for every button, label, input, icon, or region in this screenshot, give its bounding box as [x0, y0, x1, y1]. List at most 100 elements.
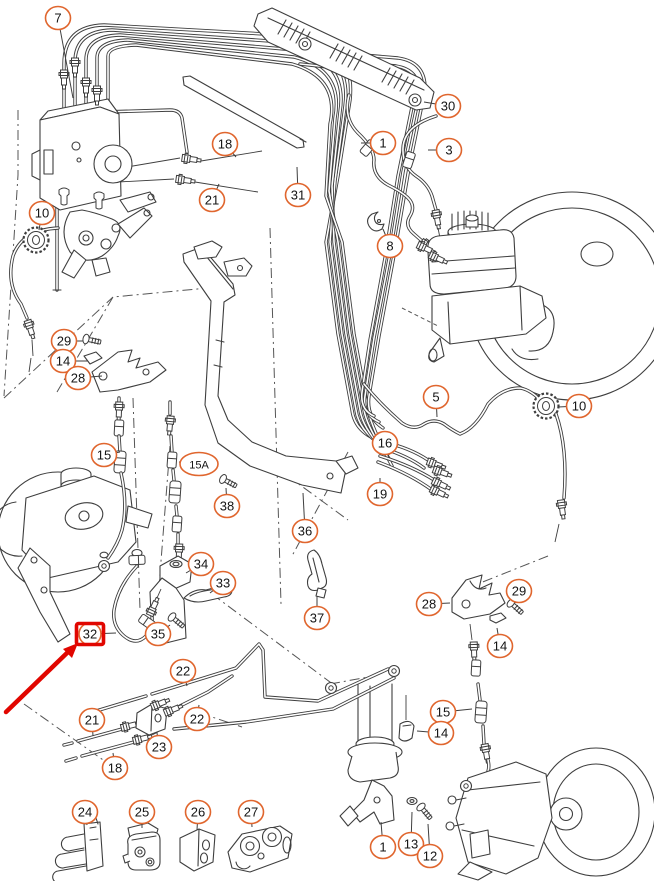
- callout-7[interactable]: 7: [44, 5, 74, 99]
- callout-25[interactable]: 25: [128, 799, 156, 829]
- callout-18-bottom[interactable]: 18: [101, 752, 129, 781]
- callout-label: 1: [379, 136, 386, 151]
- callout-label: 7: [54, 11, 61, 26]
- callout-32[interactable]: 32: [74, 621, 117, 647]
- callout-label: 35: [151, 627, 165, 642]
- callout-34[interactable]: 34: [185, 551, 215, 577]
- callout-label: 10: [572, 399, 586, 414]
- callout-1-bottom[interactable]: 1: [369, 821, 397, 860]
- callout-26[interactable]: 26: [184, 799, 212, 831]
- callout-label: 21: [205, 193, 219, 208]
- callout-21-top[interactable]: 21: [198, 183, 226, 213]
- callout-10-right[interactable]: 10: [557, 393, 593, 419]
- callout-label: 12: [423, 849, 437, 864]
- centerlines: [3, 110, 549, 763]
- callout-label: 27: [244, 805, 258, 820]
- callout-18-top[interactable]: 18: [211, 131, 239, 158]
- callout-label: 15: [436, 705, 450, 720]
- callout-label: 32: [83, 627, 97, 642]
- protective-strip-31: [182, 75, 307, 149]
- callout-label: 19: [373, 487, 387, 502]
- pointer-arrow-head: [63, 643, 78, 658]
- callout-37[interactable]: 37: [303, 596, 331, 631]
- callout-28-left[interactable]: 28: [64, 365, 103, 391]
- callout-label: 28: [422, 597, 436, 612]
- callout-10-left[interactable]: 10: [28, 200, 56, 231]
- rear-caliper: [445, 761, 553, 881]
- callout-22-lower[interactable]: 22: [183, 704, 211, 732]
- hose-15-left: [97, 396, 127, 573]
- bracket-28-left: [81, 333, 167, 393]
- callout-5[interactable]: 5: [422, 384, 450, 418]
- callout-label: 24: [78, 805, 92, 820]
- callout-28-right[interactable]: 28: [415, 591, 451, 617]
- callout-label: 5: [432, 390, 439, 405]
- pointer-arrow-shaft: [3, 649, 71, 715]
- callout-21-bottom[interactable]: 21: [78, 707, 106, 737]
- callout-label: 1: [379, 840, 386, 855]
- callout-3[interactable]: 3: [428, 137, 463, 163]
- callout-16[interactable]: 16: [371, 430, 399, 456]
- callout-label: 13: [404, 837, 418, 852]
- callout-23[interactable]: 23: [145, 732, 173, 760]
- abs-mounting-bracket: [61, 191, 157, 279]
- strut-with-bracket: [339, 683, 435, 827]
- callout-8[interactable]: 8: [376, 228, 404, 259]
- callout-15a[interactable]: 15A: [178, 451, 219, 477]
- clip-25: [122, 822, 161, 871]
- callout-label: 14: [434, 726, 448, 741]
- hose-10-left: [9, 226, 60, 373]
- callout-14-left[interactable]: 14: [49, 348, 89, 374]
- callout-30[interactable]: 30: [423, 93, 462, 119]
- highlight-box: [74, 621, 106, 647]
- washer-13: [406, 796, 418, 806]
- callout-label: 18: [108, 761, 122, 776]
- highlight-arrow-layer: [3, 643, 78, 715]
- callout-29-left[interactable]: 29: [50, 328, 84, 354]
- callout-label: 15: [97, 448, 111, 463]
- bolt-12: [414, 801, 435, 823]
- callout-label: 36: [298, 524, 312, 539]
- callout-36[interactable]: 36: [291, 492, 319, 544]
- brake-disc: [536, 747, 654, 877]
- heat-shield-30: [253, 7, 435, 111]
- callout-14-right-upper[interactable]: 14: [486, 627, 514, 659]
- callout-15-right[interactable]: 15: [429, 699, 473, 725]
- callout-label: 8: [386, 239, 393, 254]
- callout-label: 22: [176, 664, 190, 679]
- front-caliper: [0, 467, 153, 643]
- callout-14-right-lower[interactable]: 14: [416, 720, 455, 746]
- clip-37: [306, 549, 328, 599]
- callout-label: 15A: [189, 460, 209, 472]
- brake-pipes-bundle: [62, 23, 427, 468]
- callout-label: 34: [194, 557, 208, 572]
- callout-19[interactable]: 19: [366, 478, 394, 507]
- pipe-guide-frame-36: [182, 240, 359, 494]
- callout-label: 18: [218, 137, 232, 152]
- callout-label: 30: [441, 99, 455, 114]
- callout-31[interactable]: 31: [284, 166, 312, 208]
- callout-label: 14: [56, 354, 70, 369]
- hose-15a: [163, 400, 185, 572]
- callout-24[interactable]: 24: [71, 799, 99, 826]
- callout-label: 21: [85, 713, 99, 728]
- callout-27[interactable]: 27: [237, 799, 265, 828]
- callout-leader: [57, 17, 74, 99]
- clip-14-right-upper: [489, 612, 507, 624]
- clip-8: [366, 211, 385, 232]
- callout-38[interactable]: 38: [213, 487, 241, 519]
- callout-22-upper[interactable]: 22: [169, 658, 197, 687]
- callout-35[interactable]: 35: [144, 621, 172, 647]
- callout-label: 37: [310, 611, 324, 626]
- abs-hydraulic-unit: [31, 57, 133, 211]
- callout-15-left[interactable]: 15: [90, 442, 121, 468]
- callout-12[interactable]: 12: [416, 823, 444, 869]
- callout-33[interactable]: 33: [209, 570, 237, 596]
- master-cylinder: [401, 239, 547, 363]
- callout-29-right[interactable]: 29: [505, 578, 533, 604]
- callout-label: 25: [135, 805, 149, 820]
- callout-13[interactable]: 13: [397, 811, 425, 857]
- callout-1-top[interactable]: 1: [361, 130, 397, 156]
- clip-14-right-lower: [398, 695, 415, 742]
